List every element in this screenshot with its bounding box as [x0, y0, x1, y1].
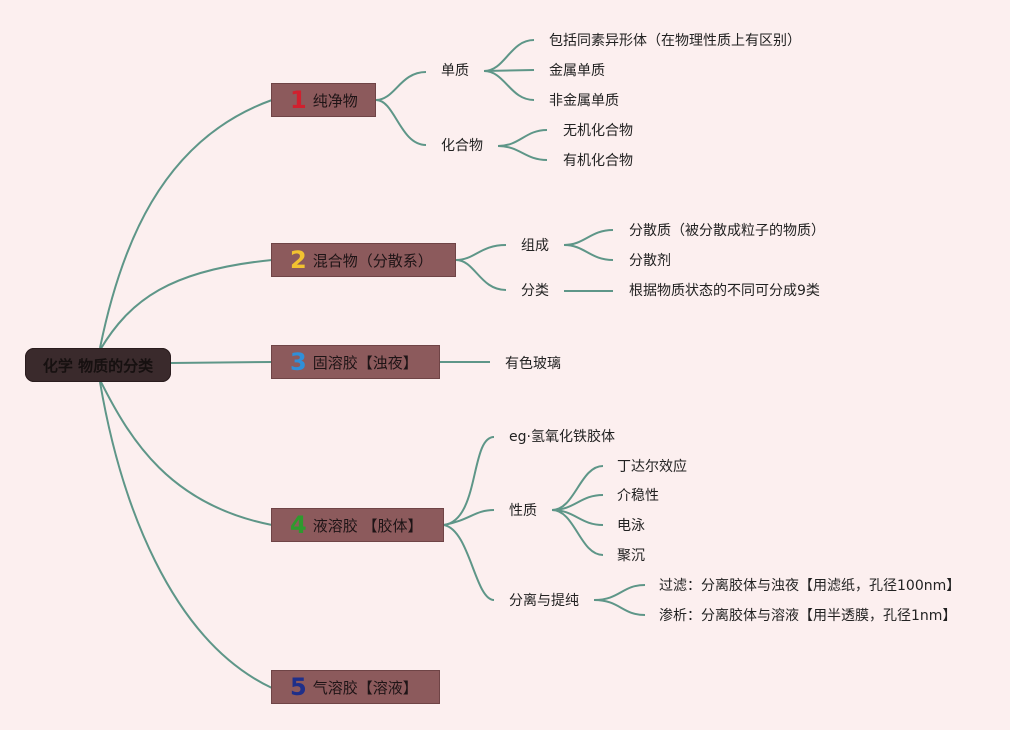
- node-dispersant[interactable]: 分散剂: [629, 253, 671, 269]
- node-inorganic-compound[interactable]: 无机化合物: [563, 123, 633, 139]
- node-nine-types[interactable]: 根据物质状态的不同可分成9类: [629, 283, 820, 299]
- node-classification[interactable]: 分类: [521, 283, 549, 299]
- number-two-icon: 2: [290, 246, 307, 274]
- branch-liquid-sol[interactable]: 4 液溶胶 【胶体】: [271, 508, 444, 542]
- branch-gas-sol[interactable]: 5 气溶胶【溶液】: [271, 670, 440, 704]
- node-dialysis[interactable]: 渗析：分离胶体与溶液【用半透膜，孔径1nm】: [659, 608, 957, 624]
- node-properties[interactable]: 性质: [509, 503, 537, 519]
- node-colored-glass[interactable]: 有色玻璃: [505, 356, 561, 372]
- node-compound[interactable]: 化合物: [441, 138, 483, 154]
- branch-mixture[interactable]: 2 混合物（分散系）: [271, 243, 456, 277]
- node-element-substance[interactable]: 单质: [441, 63, 469, 79]
- node-electrophoresis[interactable]: 电泳: [617, 518, 645, 534]
- number-one-icon: 1: [290, 86, 307, 114]
- node-allotrope[interactable]: 包括同素异形体（在物理性质上有区别）: [549, 33, 801, 49]
- branch-label: 混合物（分散系）: [312, 251, 433, 270]
- branch-pure-substance[interactable]: 1 纯净物: [271, 83, 376, 117]
- number-three-icon: 3: [290, 348, 307, 376]
- branch-label: 固溶胶【浊夜】: [312, 353, 418, 372]
- node-organic-compound[interactable]: 有机化合物: [563, 153, 633, 169]
- branch-label: 纯净物: [312, 91, 358, 110]
- root-node[interactable]: 化学 物质的分类: [25, 348, 171, 382]
- node-example-iron-hydroxide[interactable]: eg·氢氧化铁胶体: [509, 429, 615, 445]
- branch-label: 气溶胶【溶液】: [312, 678, 418, 697]
- number-five-icon: 5: [290, 673, 307, 701]
- node-separation[interactable]: 分离与提纯: [509, 593, 579, 609]
- node-coagulation[interactable]: 聚沉: [617, 548, 645, 564]
- node-metastability[interactable]: 介稳性: [617, 488, 659, 504]
- branch-label: 液溶胶 【胶体】: [312, 516, 423, 535]
- node-composition[interactable]: 组成: [521, 238, 549, 254]
- node-nonmetal-element[interactable]: 非金属单质: [549, 93, 619, 109]
- node-dispersed-phase[interactable]: 分散质（被分散成粒子的物质）: [629, 223, 825, 239]
- node-filtration[interactable]: 过滤：分离胶体与浊夜【用滤纸，孔径100nm】: [659, 578, 961, 594]
- root-label: 化学 物质的分类: [42, 356, 154, 375]
- node-tyndall-effect[interactable]: 丁达尔效应: [617, 459, 687, 475]
- branch-solid-sol[interactable]: 3 固溶胶【浊夜】: [271, 345, 440, 379]
- number-four-icon: 4: [290, 511, 307, 539]
- node-metal-element[interactable]: 金属单质: [549, 63, 605, 79]
